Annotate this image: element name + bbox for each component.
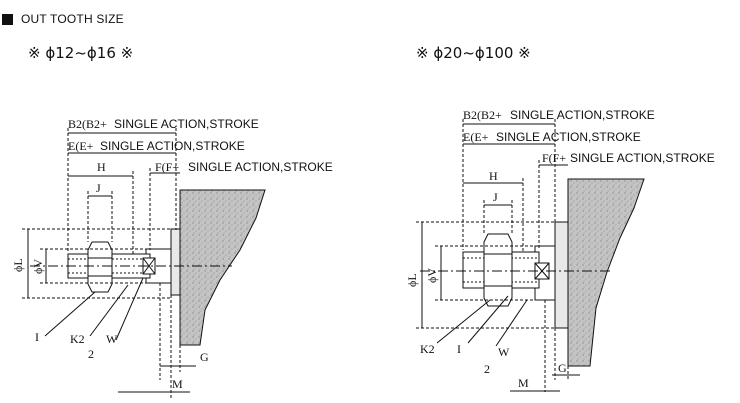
right-label-k2: K2 (420, 342, 435, 356)
right-label-phi-v: ϕV (425, 268, 439, 283)
right-diagram (416, 119, 645, 392)
right-label-f-suffix: SINGLE ACTION,STROKE (570, 151, 715, 165)
left-label-h: H (97, 160, 106, 174)
header-square-icon (2, 13, 13, 25)
right-label-phi-l: ϕL (405, 273, 419, 287)
left-label-m: M (172, 377, 183, 391)
left-label-b2: B2(B2+ (68, 117, 107, 131)
left-label-e-suffix: SINGLE ACTION,STROKE (100, 139, 245, 153)
right-diagram-subtitle: ※ ϕ20~ϕ100 ※ (416, 44, 531, 62)
right-cylinder-body (567, 178, 645, 367)
left-diagram-subtitle: ※ ϕ12~ϕ16 ※ (28, 44, 134, 62)
right-flange (554, 221, 569, 329)
left-label-f: F(F+ (155, 160, 179, 174)
right-label-i: I (457, 342, 461, 356)
right-label-h: H (489, 169, 498, 183)
right-label-e-suffix: SINGLE ACTION,STROKE (496, 130, 641, 144)
right-label-j: J (493, 190, 498, 204)
right-label-b2: B2(B2+ (463, 108, 502, 122)
left-label-g: G (200, 350, 209, 364)
left-cylinder-body (179, 189, 266, 346)
right-label-b2-suffix: SINGLE ACTION,STROKE (510, 108, 655, 122)
left-label-e: E(E+ (68, 139, 94, 153)
left-label-phi-l: ϕL (11, 258, 25, 272)
right-label-2: 2 (484, 362, 490, 376)
left-label-phi-v: ϕV (31, 259, 45, 274)
left-flange (170, 228, 181, 296)
right-label-g: G (558, 361, 567, 375)
left-label-w: W (106, 332, 118, 346)
left-label-f-suffix: SINGLE ACTION,STROKE (188, 160, 333, 174)
section-title: OUT TOOTH SIZE (21, 12, 124, 26)
section-header: OUT TOOTH SIZE (2, 10, 124, 28)
right-label-m: M (518, 376, 529, 390)
left-label-2: 2 (88, 347, 94, 361)
left-label-i: I (35, 330, 39, 344)
left-label-k2: K2 (70, 332, 85, 346)
right-label-e: E(E+ (463, 130, 489, 144)
left-nut (87, 241, 113, 293)
right-label-w: W (498, 345, 510, 359)
right-label-f: F(F+ (542, 151, 566, 165)
left-label-j: J (96, 181, 101, 195)
left-diagram (22, 128, 266, 400)
right-nut (483, 233, 513, 307)
left-label-b2-suffix: SINGLE ACTION,STROKE (114, 117, 259, 131)
